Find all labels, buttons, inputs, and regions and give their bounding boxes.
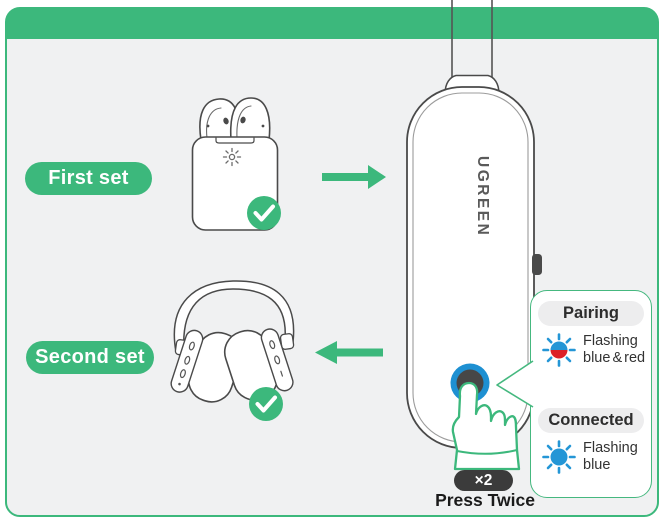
connected-status-title: Connected <box>538 408 644 433</box>
frame-top-band <box>6 8 658 39</box>
flashing-blue-icon <box>542 440 576 474</box>
flashing-blue-red-icon <box>542 333 576 367</box>
first-set-label: First set <box>25 162 152 195</box>
press-twice-label: Press Twice <box>435 490 535 510</box>
pairing-status-title: Pairing <box>538 301 644 326</box>
diagram-frame <box>5 7 659 517</box>
second-set-label: Second set <box>26 341 154 374</box>
pairing-status-row: Flashing blue & red <box>541 332 651 368</box>
connected-status-text: Flashing blue <box>583 440 638 473</box>
pairing-status-text: Flashing blue & red <box>583 333 646 366</box>
status-callout-bubble: Pairing Flashing blue & red Connected <box>530 290 652 498</box>
connected-status-row: Flashing blue <box>541 439 651 475</box>
press-count-badge: ×2 <box>454 470 513 491</box>
